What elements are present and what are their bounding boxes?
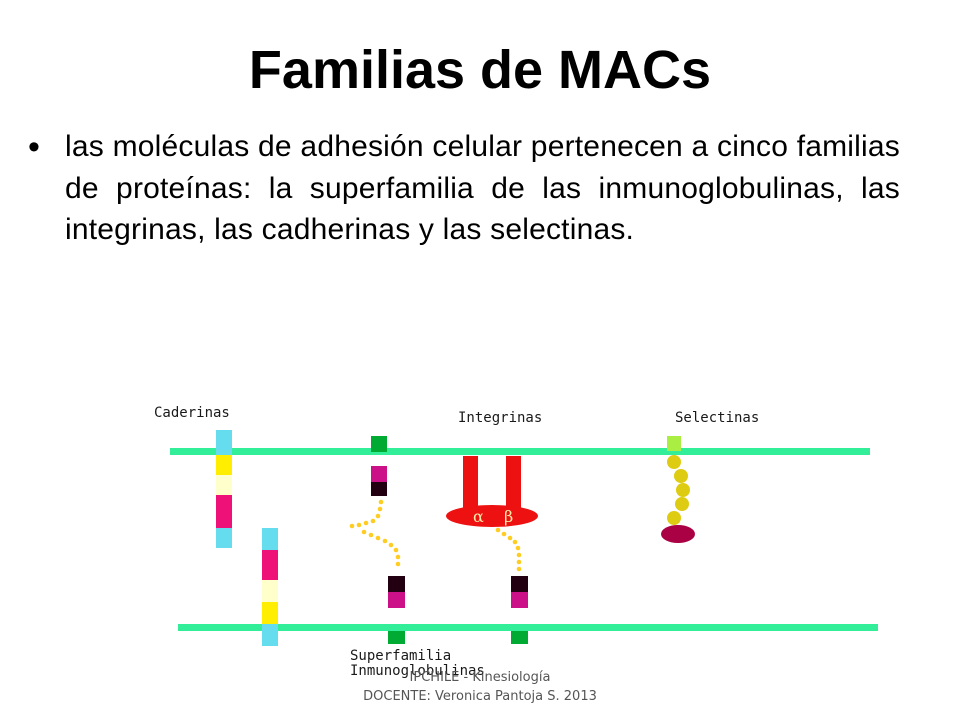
label-integrins: Integrinas [458,410,542,426]
label-igsf-line1: Superfamilia [350,648,451,664]
alpha-label: α [473,507,484,526]
slide-title: Familias de MACs [248,40,712,100]
beta-label: β [504,507,513,526]
upper-membrane [170,448,870,455]
integrin-dimer: α β [446,456,538,527]
label-igsf-line2: Inmunoglobulinas [350,663,485,679]
cadherin-lower [262,528,278,646]
lower-membrane [178,624,878,631]
footer-line-1: IPCHILE - Kinesiología [409,670,551,685]
slide-footer: IPCHILE - Kinesiología DOCENTE: Veronica… [300,668,660,706]
label-selectins: Selectinas [675,410,759,426]
footer-line-2: DOCENTE: Veronica Pantoja S. 2013 [363,689,597,704]
bullet-text: las moléculas de adhesión celular perten… [65,130,900,246]
label-cadherins: Caderinas [154,405,230,421]
cam-families-diagram: Caderinas Integrinas Selectinas [154,405,878,679]
bullet-marker: • [28,128,40,166]
selectin [661,436,695,543]
cadherin-upper [216,430,232,548]
igsf-lower-right [495,527,528,644]
igsf-lower-left [388,576,405,644]
bullet-item: • las moléculas de adhesión celular pert… [28,126,900,251]
igsf-upper [349,436,401,567]
